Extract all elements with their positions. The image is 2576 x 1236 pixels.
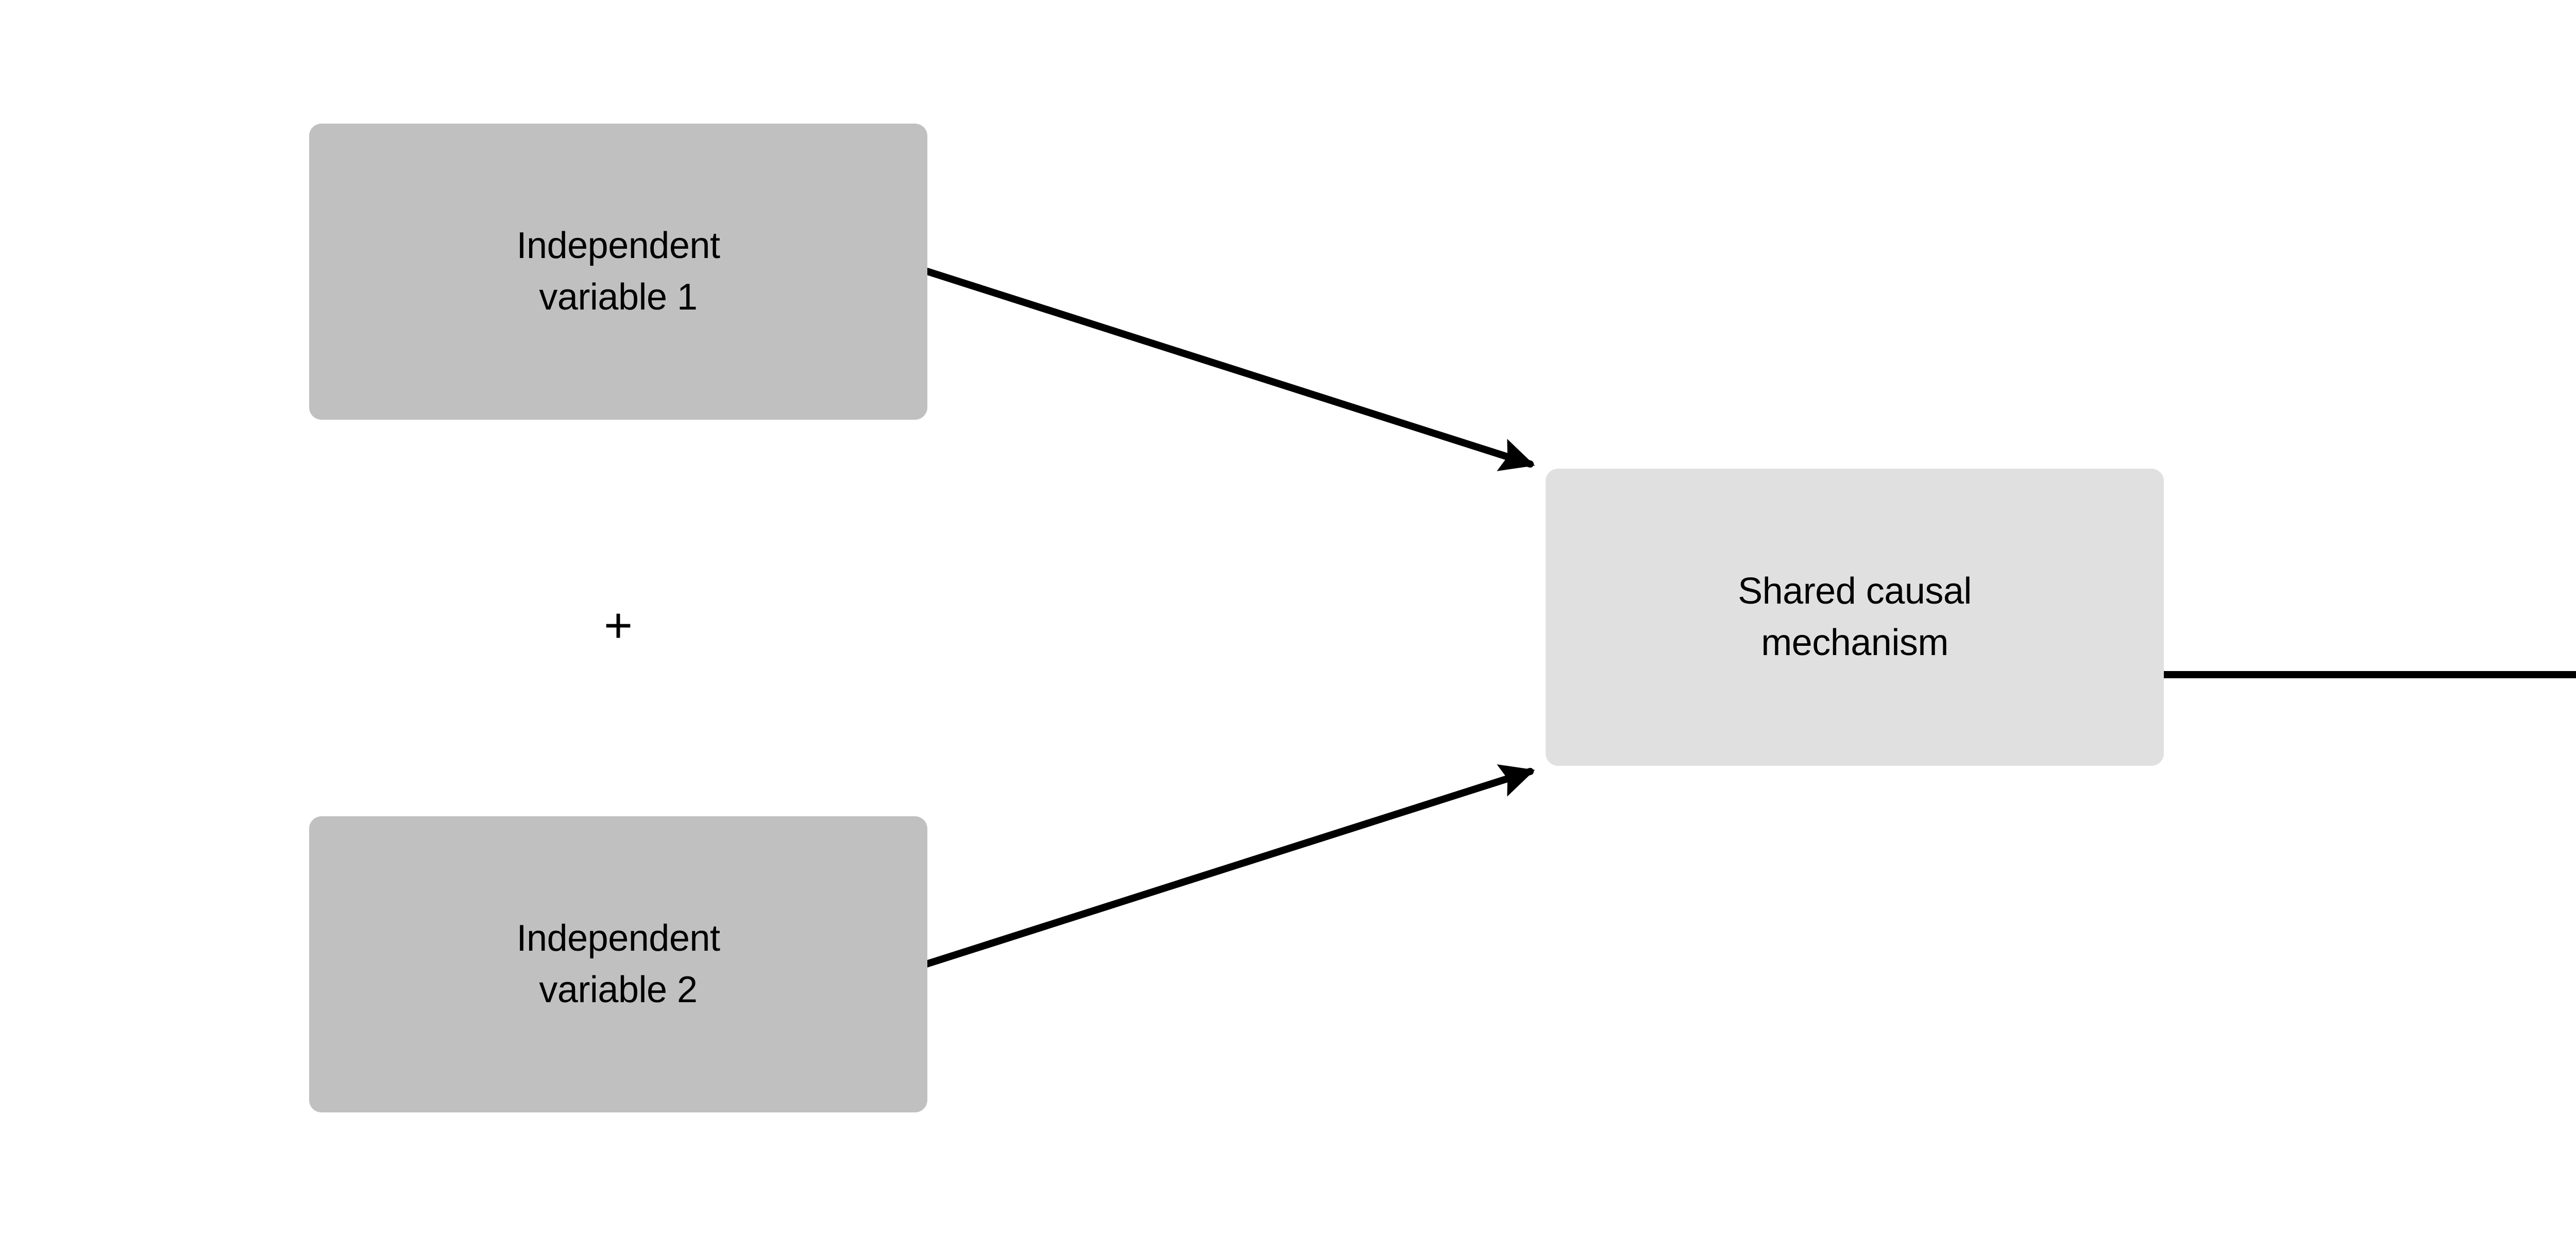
plus-operator-symbol: + — [603, 598, 633, 653]
node-label-independent-variable-1: Independent variable 1 — [516, 225, 720, 318]
edge-iv2-to-mechanism — [923, 764, 1535, 968]
node-shared-causal-mechanism[interactable]: Shared causal mechanism — [1546, 469, 2164, 766]
node-independent-variable-1[interactable]: Independent variable 1 — [309, 124, 927, 420]
node-label-independent-variable-2: Independent variable 2 — [516, 918, 720, 1010]
node-independent-variable-2[interactable]: Independent variable 2 — [309, 816, 927, 1112]
edge-iv1-to-mechanism — [924, 268, 1535, 471]
node-label-shared-causal-mechanism: Shared causal mechanism — [1738, 571, 1972, 663]
